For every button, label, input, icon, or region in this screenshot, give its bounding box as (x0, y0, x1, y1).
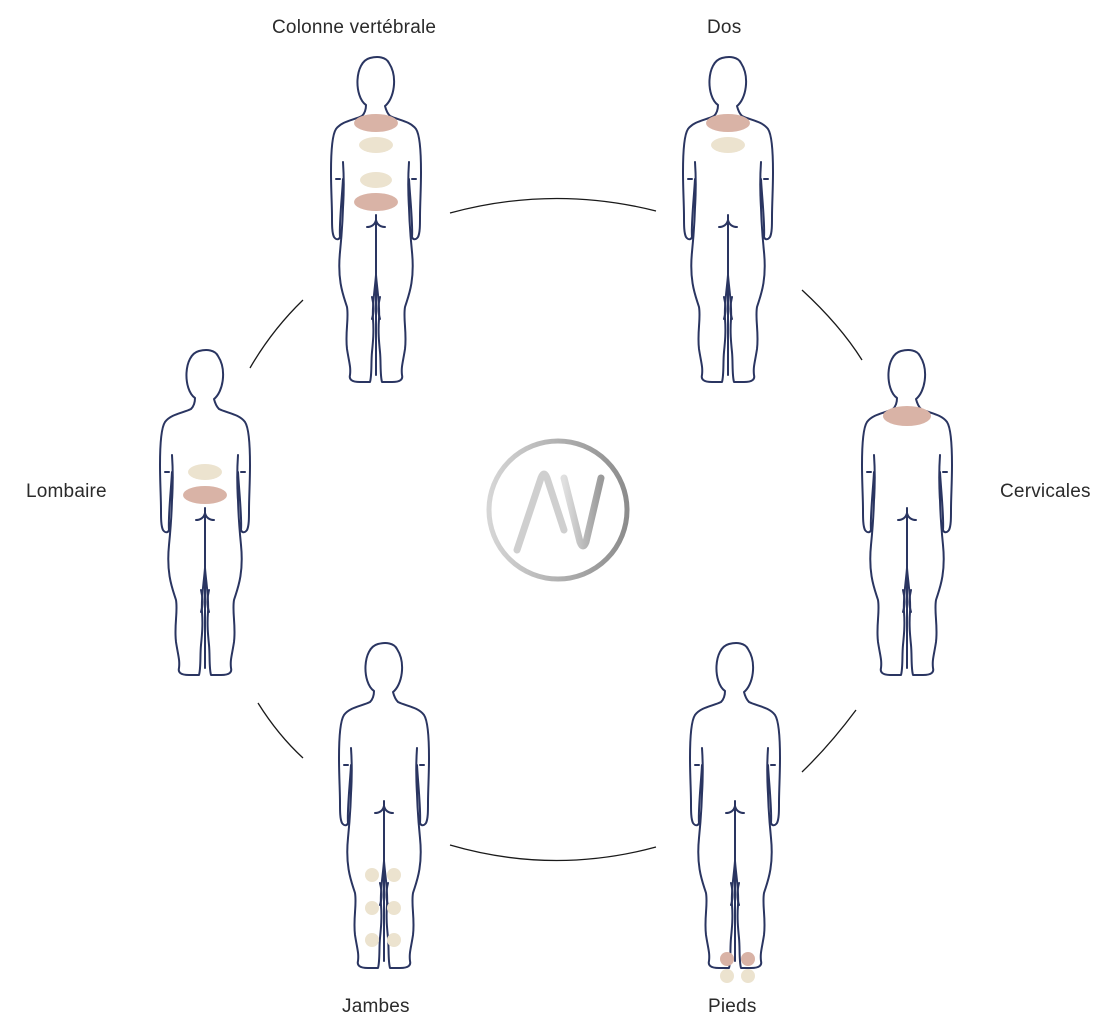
arc-legs-lumbar (257, 702, 304, 759)
zone-lumbar-spine (354, 193, 398, 211)
arc-spine-back (449, 197, 657, 214)
figure-lumbar (159, 349, 251, 676)
zone-leg-knee-left (365, 901, 379, 915)
figure-legs (338, 642, 430, 969)
arc-back-cervical (801, 289, 863, 361)
zone-leg-thigh-left (365, 868, 379, 882)
figure-feet (689, 642, 781, 983)
zone-upper-back-spine (359, 137, 393, 153)
zone-leg-knee-right (387, 901, 401, 915)
arc-lumbar-spine (249, 299, 304, 369)
zone-foot-top-right (741, 952, 755, 966)
zone-foot-top-left (720, 952, 734, 966)
label-cervical: Cervicales (1000, 481, 1091, 502)
label-legs: Jambes (342, 996, 410, 1017)
figure-back (682, 56, 774, 384)
label-lumbar: Lombaire (26, 481, 107, 502)
label-back: Dos (707, 17, 742, 38)
arc-cervical-feet (801, 709, 857, 773)
zone-foot-sole-right (741, 969, 755, 983)
zone-foot-sole-left (720, 969, 734, 983)
zone-back-lower (711, 137, 745, 153)
label-feet: Pieds (708, 996, 757, 1017)
av-logo-icon (486, 438, 630, 582)
zone-cervical-spine (354, 114, 398, 132)
figure-cervical (861, 349, 953, 676)
zone-lumbar-lower (183, 486, 227, 504)
zone-leg-calf-left (365, 933, 379, 947)
zone-back-upper (706, 114, 750, 132)
figure-spine (330, 56, 422, 384)
label-spine: Colonne vertébrale (272, 17, 437, 38)
zone-lumbar-upper (188, 464, 222, 480)
zone-leg-calf-right (387, 933, 401, 947)
zone-leg-thigh-right (387, 868, 401, 882)
zone-cervical (883, 406, 931, 426)
zone-mid-back-spine (360, 172, 392, 188)
arc-feet-legs (449, 844, 657, 862)
